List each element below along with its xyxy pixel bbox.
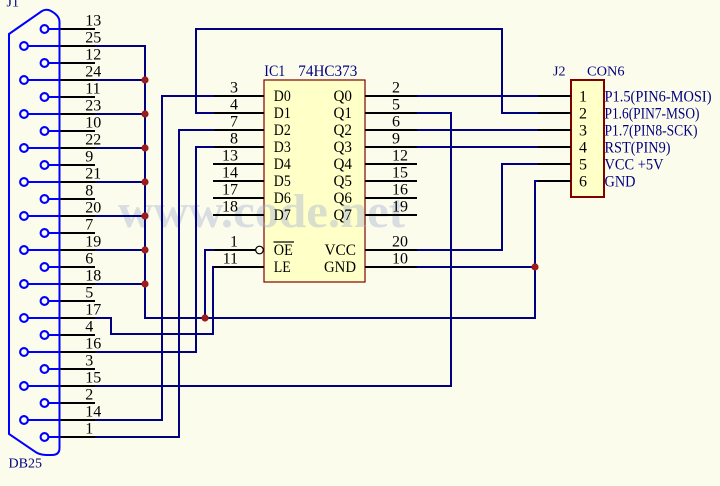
- svg-text:7: 7: [230, 114, 238, 131]
- svg-text:3: 3: [579, 123, 587, 140]
- svg-text:74HC373: 74HC373: [298, 63, 357, 80]
- svg-text:18: 18: [85, 268, 101, 285]
- svg-text:9: 9: [85, 149, 93, 166]
- svg-text:Q4: Q4: [334, 156, 353, 173]
- svg-text:2: 2: [579, 106, 587, 123]
- svg-text:www.code.net: www.code.net: [118, 185, 405, 238]
- svg-text:19: 19: [85, 234, 101, 251]
- svg-text:6: 6: [392, 114, 400, 131]
- svg-text:D6: D6: [274, 190, 291, 207]
- svg-text:1: 1: [579, 89, 587, 106]
- svg-text:8: 8: [85, 183, 93, 200]
- svg-text:1: 1: [85, 421, 93, 438]
- svg-text:25: 25: [85, 30, 101, 47]
- svg-text:10: 10: [392, 251, 408, 268]
- svg-text:13: 13: [85, 13, 101, 30]
- svg-text:16: 16: [85, 336, 101, 353]
- svg-text:5: 5: [85, 285, 93, 302]
- svg-text:8: 8: [230, 131, 238, 148]
- svg-text:D7: D7: [274, 207, 291, 224]
- svg-text:RST(PIN9): RST(PIN9): [605, 140, 671, 157]
- svg-text:CON6: CON6: [587, 65, 625, 80]
- svg-text:3: 3: [230, 80, 238, 97]
- svg-text:14: 14: [222, 165, 238, 182]
- svg-text:18: 18: [222, 199, 238, 216]
- svg-text:D5: D5: [274, 173, 291, 190]
- svg-text:24: 24: [85, 64, 101, 81]
- svg-text:12: 12: [85, 47, 101, 64]
- svg-text:2: 2: [392, 80, 400, 97]
- svg-text:GND: GND: [324, 259, 356, 276]
- svg-text:5: 5: [579, 157, 587, 174]
- svg-text:Q0: Q0: [334, 88, 353, 105]
- svg-text:7: 7: [85, 217, 93, 234]
- svg-text:21: 21: [85, 166, 101, 183]
- svg-text:OE: OE: [274, 242, 293, 259]
- svg-text:VCC: VCC: [325, 242, 357, 259]
- svg-text:P1.6(PIN7-MSO): P1.6(PIN7-MSO): [605, 106, 700, 123]
- svg-text:Q5: Q5: [334, 173, 353, 190]
- svg-text:DB25: DB25: [9, 457, 42, 472]
- svg-text:20: 20: [392, 234, 408, 251]
- svg-text:D1: D1: [274, 105, 291, 122]
- svg-text:10: 10: [85, 115, 101, 132]
- svg-text:15: 15: [85, 370, 101, 387]
- svg-text:17: 17: [85, 302, 101, 319]
- svg-text:20: 20: [85, 200, 101, 217]
- svg-text:P1.5(PIN6-MOSI): P1.5(PIN6-MOSI): [605, 89, 712, 106]
- svg-text:12: 12: [392, 148, 408, 165]
- svg-text:15: 15: [392, 165, 408, 182]
- svg-text:D2: D2: [274, 122, 291, 139]
- svg-text:9: 9: [392, 131, 400, 148]
- svg-text:Q2: Q2: [334, 122, 353, 139]
- svg-text:Q3: Q3: [334, 139, 353, 156]
- svg-text:J1: J1: [7, 0, 19, 11]
- svg-text:4: 4: [85, 319, 93, 336]
- svg-text:4: 4: [230, 97, 238, 114]
- svg-text:4: 4: [579, 140, 587, 157]
- svg-text:GND: GND: [605, 174, 636, 191]
- svg-text:D0: D0: [274, 88, 291, 105]
- svg-text:VCC +5V: VCC +5V: [605, 157, 664, 174]
- svg-text:Q7: Q7: [334, 207, 353, 224]
- svg-text:5: 5: [392, 97, 400, 114]
- svg-text:17: 17: [222, 182, 238, 199]
- svg-text:11: 11: [85, 81, 100, 98]
- svg-text:23: 23: [85, 98, 101, 115]
- svg-text:3: 3: [85, 353, 93, 370]
- svg-text:Q6: Q6: [334, 190, 353, 207]
- svg-text:J2: J2: [553, 65, 565, 80]
- svg-text:6: 6: [579, 174, 587, 191]
- svg-text:D4: D4: [274, 156, 291, 173]
- svg-text:IC1: IC1: [264, 63, 285, 80]
- svg-text:LE: LE: [274, 259, 291, 276]
- svg-text:2: 2: [85, 387, 93, 404]
- svg-text:11: 11: [223, 251, 238, 268]
- svg-text:13: 13: [222, 148, 238, 165]
- svg-text:19: 19: [392, 199, 408, 216]
- svg-text:Q1: Q1: [334, 105, 353, 122]
- svg-text:14: 14: [85, 404, 101, 421]
- svg-text:1: 1: [230, 234, 238, 251]
- svg-text:22: 22: [85, 132, 101, 149]
- svg-text:D3: D3: [274, 139, 291, 156]
- svg-text:6: 6: [85, 251, 93, 268]
- svg-text:16: 16: [392, 182, 408, 199]
- svg-text:P1.7(PIN8-SCK): P1.7(PIN8-SCK): [605, 123, 698, 140]
